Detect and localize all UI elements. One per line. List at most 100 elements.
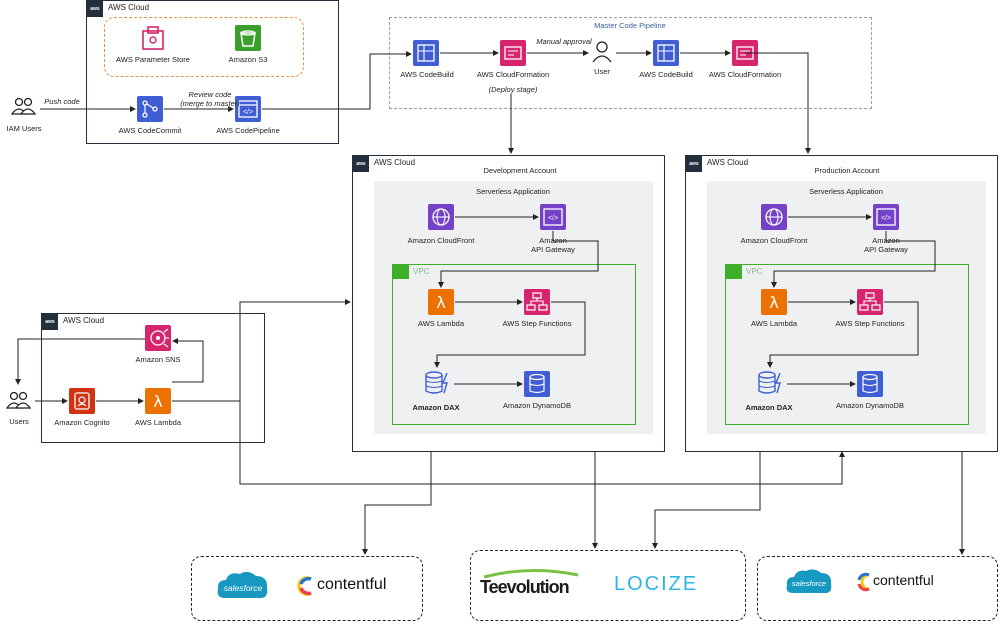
dev-cloudfront-icon[interactable]	[428, 204, 454, 230]
sns-icon[interactable]	[145, 325, 171, 351]
prod-cloudfront-label: Amazon CloudFront	[740, 236, 808, 245]
prod-account-title: Production Account	[814, 166, 880, 175]
external-group-shared	[470, 550, 746, 621]
prod-dynamodb-label: Amazon DynamoDB	[836, 401, 904, 410]
aws-cloud-logo-icon: aws	[353, 156, 369, 172]
codebuild-2-label: AWS CodeBuild	[639, 70, 693, 79]
parameter-store-icon[interactable]	[140, 25, 166, 51]
iam-users-icon[interactable]	[10, 96, 37, 118]
aws-cloud-logo-icon: aws	[686, 156, 702, 172]
push-code-label: Push code	[44, 97, 80, 106]
external-group-dev	[191, 556, 423, 621]
left-lambda-label: AWS Lambda	[135, 418, 181, 427]
svg-text:</>: </>	[243, 109, 253, 116]
dev-api-gateway-label-1: Amazon	[539, 236, 567, 245]
dev-api-gateway-label-2: API Gateway	[531, 245, 575, 254]
aws-cloud-logo-icon: aws	[87, 1, 103, 17]
teevolution-text: Teevolution	[480, 577, 570, 597]
users-label: Users	[9, 417, 29, 426]
cognito-icon[interactable]	[69, 388, 95, 414]
prod-cloud-title: AWS Cloud	[707, 158, 749, 167]
left-lambda-icon[interactable]: λ	[145, 388, 171, 414]
locize-logo: LOCIZE	[614, 573, 699, 595]
dev-cloud-title: AWS Cloud	[374, 158, 416, 167]
codebuild-1-icon[interactable]	[413, 40, 439, 66]
svg-text:</>: </>	[881, 215, 891, 222]
prod-dax-icon[interactable]	[756, 369, 786, 397]
users-icon[interactable]	[5, 390, 32, 412]
prod-lambda-label: AWS Lambda	[751, 319, 797, 328]
codecommit-label: AWS CodeCommit	[118, 126, 182, 135]
svg-text:λ: λ	[769, 293, 778, 312]
cloudformation-2-icon[interactable]	[732, 40, 758, 66]
approver-user-label: User	[594, 67, 610, 76]
codepipeline-label: AWS CodePipeline	[216, 126, 280, 135]
manual-approval-label: Manual approval	[536, 37, 592, 46]
left-cloud-title: AWS Cloud	[63, 316, 105, 325]
svg-text:</>: </>	[548, 215, 558, 222]
sns-label: Amazon SNS	[135, 355, 181, 364]
iam-users-label: IAM Users	[6, 124, 42, 133]
dev-dax-label: Amazon DAX	[412, 403, 460, 412]
dev-serverless-title: Serverless Application	[476, 187, 550, 196]
salesforce-text: salesforce	[224, 583, 263, 593]
parameter-store-label: AWS Parameter Store	[116, 55, 190, 64]
svg-text:λ: λ	[153, 392, 162, 411]
dev-step-functions-icon[interactable]	[524, 289, 550, 315]
pipeline-title: Master Code Pipeline	[594, 21, 666, 30]
deploy-stage-label: (Deploy stage)	[488, 85, 538, 94]
prod-api-gateway-icon[interactable]: </>	[873, 204, 899, 230]
codebuild-1-label: AWS CodeBuild	[400, 70, 454, 79]
contentful-text-2: contentful	[873, 572, 934, 588]
cloudformation-1-label: AWS CloudFormation	[476, 70, 550, 79]
contentful-logo-1: contentful	[297, 574, 407, 598]
approver-user-icon[interactable]	[591, 40, 613, 64]
arrow-dev-to-salesforce	[362, 452, 432, 555]
dev-dynamodb-label: Amazon DynamoDB	[503, 401, 571, 410]
salesforce-logo-2: salesforce	[784, 566, 834, 598]
vpc-cloud-icon	[726, 265, 742, 279]
dev-dax-icon[interactable]	[423, 369, 453, 397]
salesforce-text-2: salesforce	[792, 579, 826, 588]
prod-vpc-title: VPC	[746, 267, 763, 276]
salesforce-logo-1: salesforce	[215, 568, 271, 604]
top-cloud-title: AWS Cloud	[108, 3, 150, 12]
svg-text:λ: λ	[436, 293, 445, 312]
cloudformation-2-label: AWS CloudFormation	[708, 70, 782, 79]
arrow-prod-to-shared	[652, 452, 761, 549]
dev-api-gateway-icon[interactable]: </>	[540, 204, 566, 230]
prod-serverless-title: Serverless Application	[809, 187, 883, 196]
master-code-pipeline-group	[389, 17, 872, 109]
codepipeline-icon[interactable]: </>	[235, 96, 261, 122]
prod-step-functions-label: AWS Step Functions	[835, 319, 905, 328]
dev-account-title: Development Account	[483, 166, 557, 175]
cloudformation-1-icon[interactable]	[500, 40, 526, 66]
dev-lambda-icon[interactable]: λ	[428, 289, 454, 315]
prod-dynamodb-icon[interactable]	[857, 371, 883, 397]
prod-lambda-icon[interactable]: λ	[761, 289, 787, 315]
aws-cloud-logo-icon: aws	[42, 314, 58, 330]
contentful-logo-2: contentful	[856, 571, 956, 593]
dev-cloudfront-label: Amazon CloudFront	[407, 236, 475, 245]
dev-lambda-label: AWS Lambda	[418, 319, 464, 328]
prod-api-gateway-label-1: Amazon	[872, 236, 900, 245]
codecommit-icon[interactable]	[137, 96, 163, 122]
review-code-label: Review code	[188, 90, 232, 99]
codebuild-2-icon[interactable]	[653, 40, 679, 66]
parameter-store-s3-group	[104, 17, 304, 77]
dev-dynamodb-icon[interactable]	[524, 371, 550, 397]
dev-step-functions-label: AWS Step Functions	[502, 319, 572, 328]
prod-api-gateway-label-2: API Gateway	[864, 245, 908, 254]
cognito-label: Amazon Cognito	[54, 418, 110, 427]
amazon-s3-icon[interactable]	[235, 25, 261, 51]
contentful-text-1: contentful	[317, 576, 387, 593]
amazon-s3-label: Amazon S3	[228, 55, 268, 64]
vpc-cloud-icon	[393, 265, 409, 279]
prod-dax-label: Amazon DAX	[745, 403, 793, 412]
prod-cloudfront-icon[interactable]	[761, 204, 787, 230]
review-code-sublabel: (merge to master)	[180, 99, 240, 108]
prod-step-functions-icon[interactable]	[857, 289, 883, 315]
teevolution-logo: Teevolution	[480, 567, 586, 603]
dev-vpc-title: VPC	[413, 267, 430, 276]
external-group-prod	[757, 556, 998, 621]
